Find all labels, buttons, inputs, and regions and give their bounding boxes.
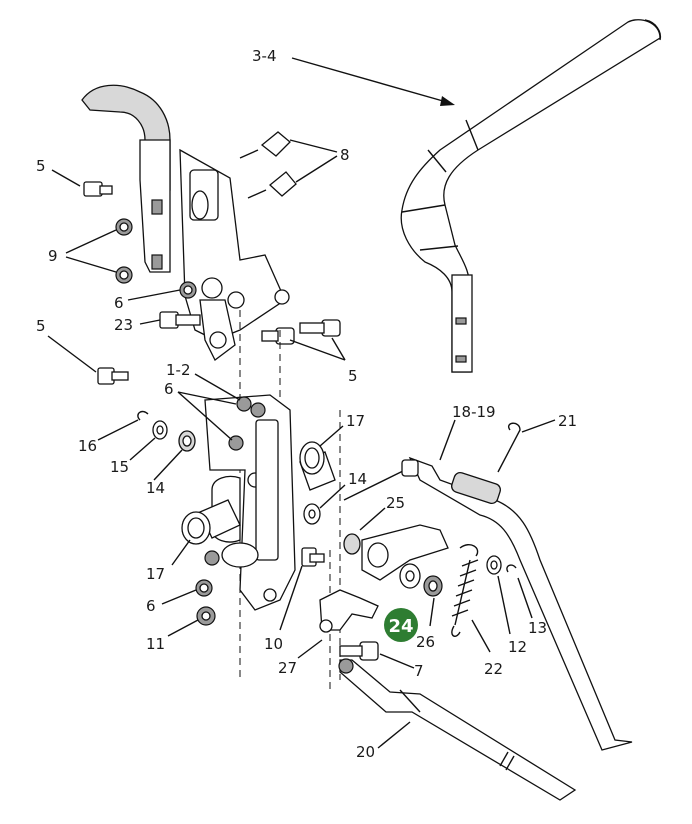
label-6-upper: 6 (114, 294, 124, 312)
label-18-19: 18-19 (452, 403, 496, 421)
label-26: 26 (416, 633, 435, 651)
bushing-14-left (178, 430, 196, 452)
cotter-pin-21 (497, 422, 521, 473)
washer-12 (486, 555, 502, 575)
callout-labels: 3-4 8 5 9 6 23 5 5 1-2 6 16 15 14 17 14 … (36, 47, 577, 761)
label-13: 13 (528, 619, 547, 637)
nut-small-mid (204, 550, 220, 566)
label-5-top: 5 (36, 157, 46, 175)
label-14-right: 14 (348, 470, 367, 488)
leader-lines (47, 139, 556, 749)
bolt-5-right-b (261, 327, 295, 345)
nut-6-mid-b (228, 435, 244, 451)
nut-6-mid-a (236, 396, 266, 418)
leader-3-4 (291, 57, 451, 104)
arrow-head (440, 96, 455, 106)
label-17-right: 17 (346, 412, 365, 430)
nut-6-upper (179, 281, 197, 299)
label-14-left: 14 (146, 479, 165, 497)
label-6-lower: 6 (146, 597, 156, 615)
middle-plate (204, 394, 296, 611)
pin-10 (301, 547, 325, 567)
label-20: 20 (356, 743, 375, 761)
clip-13 (506, 564, 517, 573)
cable-20 (338, 658, 577, 801)
bolt-5-top (83, 181, 113, 197)
highlight-callout-24[interactable]: 24 (384, 608, 418, 642)
washer-15 (152, 420, 168, 440)
clip-16 (137, 410, 149, 421)
label-25: 25 (386, 494, 405, 512)
arm-25 (343, 524, 449, 581)
label-9: 9 (48, 247, 58, 265)
highlight-badge-label[interactable]: 24 (388, 616, 413, 637)
bolt-5-right-a (299, 319, 341, 337)
lever-handle (400, 19, 662, 373)
label-17-left: 17 (146, 565, 165, 583)
nut-11 (196, 606, 216, 626)
shift-rod (343, 456, 633, 751)
spring-22 (451, 544, 479, 637)
bolt-23 (159, 311, 201, 329)
label-1-2: 1-2 (166, 361, 191, 379)
label-21: 21 (558, 412, 577, 430)
bolt-8-lower (247, 171, 297, 199)
label-23: 23 (114, 316, 133, 334)
bolt-7 (339, 641, 379, 661)
label-5-right: 5 (348, 367, 358, 385)
bolt-8-upper (239, 131, 291, 159)
nut-9-lower (115, 266, 133, 284)
label-11: 11 (146, 635, 165, 653)
bushing-17-right (299, 441, 336, 491)
label-7: 7 (414, 662, 424, 680)
label-22: 22 (484, 660, 503, 678)
bushing-17-left (181, 499, 241, 545)
nut-26 (423, 575, 443, 597)
upper-bracket (81, 84, 290, 361)
highlight-badge[interactable] (384, 608, 418, 642)
label-27: 27 (278, 659, 297, 677)
label-8: 8 (340, 146, 350, 164)
bolt-5-left (97, 367, 129, 385)
nut-9-upper (115, 218, 133, 236)
label-5-left: 5 (36, 317, 46, 335)
washer-26 (399, 563, 421, 589)
label-6-mid: 6 (164, 380, 174, 398)
washer-14-right (303, 503, 321, 525)
label-10: 10 (264, 635, 283, 653)
label-16: 16 (78, 437, 97, 455)
label-15: 15 (110, 458, 129, 476)
label-12: 12 (508, 638, 527, 656)
nut-6-lower (195, 579, 213, 597)
bracket-27 (319, 589, 379, 633)
label-3-4: 3-4 (252, 47, 277, 65)
